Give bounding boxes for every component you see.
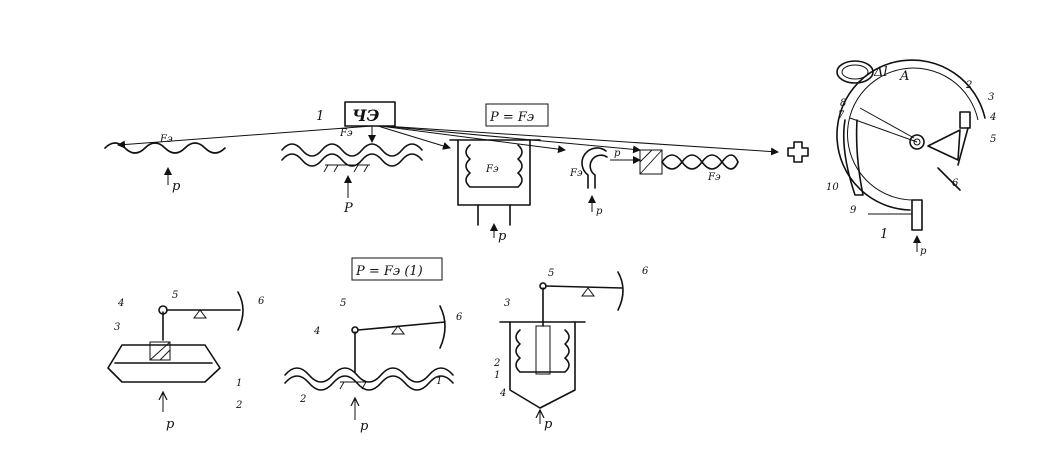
bellows-chamber: Fэ p [449, 139, 541, 244]
svg-text:Fэ: Fэ [707, 172, 721, 183]
svg-text:1: 1 [236, 378, 242, 389]
svg-text:1: 1 [880, 227, 888, 242]
svg-text:1: 1 [436, 376, 442, 387]
svg-text:p: p [498, 229, 507, 244]
svg-text:p: p [172, 179, 181, 194]
radiating-arrows [117, 125, 779, 156]
leader-number-1: 1 [316, 109, 324, 124]
svg-text:7: 7 [838, 110, 845, 121]
formula-top: P = Fэ [485, 103, 549, 127]
svg-text:4: 4 [989, 112, 996, 123]
svg-text:2: 2 [965, 80, 972, 91]
svg-text:P = Fэ (1): P = Fэ (1) [355, 264, 423, 279]
clamped-membrane: Fэ P [281, 128, 423, 216]
svg-text:3: 3 [988, 92, 994, 103]
svg-text:4: 4 [117, 298, 124, 309]
ring-balance-mechanism: Δl A 1 2 3 4 5 6 7 8 9 10 p [826, 59, 996, 257]
cross-symbol [787, 141, 809, 163]
membrane-gauge-middle: 1 2 4 5 6 p [284, 298, 463, 434]
helical-tube: p Fэ [610, 148, 739, 183]
svg-text:5: 5 [172, 290, 178, 301]
svg-text:4: 4 [313, 326, 320, 337]
free-membrane: Fэ p [104, 134, 226, 194]
svg-text:4: 4 [499, 388, 506, 399]
svg-text:6: 6 [642, 266, 649, 277]
svg-text:6: 6 [952, 178, 959, 189]
svg-text:p: p [166, 417, 175, 432]
svg-text:1: 1 [494, 370, 500, 381]
svg-text:5: 5 [990, 134, 996, 145]
svg-text:2: 2 [493, 358, 500, 369]
svg-text:9: 9 [850, 205, 857, 216]
svg-text:8: 8 [840, 98, 846, 109]
svg-text:Fэ: Fэ [339, 128, 353, 139]
svg-text:5: 5 [548, 268, 554, 279]
svg-text:3: 3 [504, 298, 510, 309]
svg-text:p: p [614, 148, 621, 159]
svg-text:Fэ: Fэ [159, 134, 173, 145]
svg-text:10: 10 [826, 182, 839, 193]
svg-text:P = Fэ: P = Fэ [489, 110, 534, 125]
sensing-element-box: ЧЭ [344, 101, 396, 127]
svg-text:A: A [899, 69, 909, 84]
svg-text:2: 2 [299, 394, 306, 405]
svg-text:6: 6 [456, 312, 463, 323]
svg-text:p: p [920, 246, 927, 257]
svg-text:Fэ: Fэ [569, 168, 583, 179]
bourdon-tube: Fэ p [569, 147, 608, 217]
membrane-gauge-left: 1 2 3 4 5 6 p [107, 290, 265, 432]
formula-bottom: P = Fэ (1) [351, 257, 443, 281]
svg-text:3: 3 [114, 322, 120, 333]
svg-text:6: 6 [258, 296, 265, 307]
svg-text:p: p [544, 417, 553, 432]
bellows-gauge-right: 1 2 3 4 5 6 p [493, 266, 649, 432]
svg-text:2: 2 [235, 400, 242, 411]
svg-text:Fэ: Fэ [485, 164, 499, 175]
svg-text:5: 5 [340, 298, 346, 309]
svg-text:p: p [360, 419, 369, 434]
sensing-element-label: ЧЭ [352, 106, 380, 125]
svg-text:P: P [343, 201, 353, 216]
svg-text:p: p [596, 206, 603, 217]
